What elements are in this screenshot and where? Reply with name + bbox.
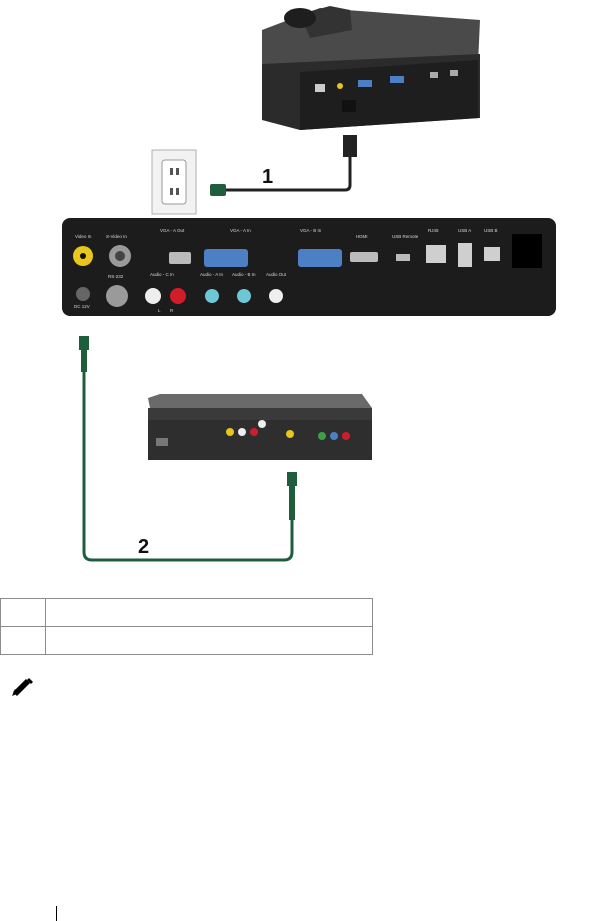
projector-rear-panel: Video In S-Video In VGA - A Out VGA - A … — [62, 218, 556, 316]
footer-rule — [56, 906, 57, 921]
cable-number-2: 2 — [138, 536, 149, 558]
svg-text:S-Video In: S-Video In — [106, 234, 127, 239]
svg-text:Audio - C In: Audio - C In — [150, 272, 174, 277]
legend-number — [0, 626, 46, 655]
legend-description — [45, 598, 373, 627]
connection-diagram: 1 Video In S-Video In VGA - A Out — [62, 6, 556, 562]
svg-text:RJ45: RJ45 — [428, 228, 439, 233]
note-pencil-icon — [12, 678, 33, 696]
svg-text:Audio - A In: Audio - A In — [200, 272, 224, 277]
svg-text:USB B: USB B — [484, 228, 498, 233]
legend-row — [0, 626, 373, 655]
svg-text:Audio Out: Audio Out — [266, 272, 287, 277]
dvd-player — [148, 394, 372, 460]
svg-text:USB Remote: USB Remote — [392, 234, 419, 239]
svg-text:RS-232: RS-232 — [108, 274, 124, 279]
projector — [262, 6, 480, 130]
svg-text:VGA - A Out: VGA - A Out — [160, 228, 185, 233]
power-cable — [210, 135, 357, 196]
svg-text:DC 12V: DC 12V — [74, 304, 90, 309]
svg-text:VGA - A In: VGA - A In — [230, 228, 251, 233]
svg-text:Audio - B In: Audio - B In — [232, 272, 256, 277]
svg-text:HDMI: HDMI — [356, 234, 368, 239]
wall-outlet — [151, 149, 197, 215]
video-cable — [79, 336, 297, 562]
svg-text:USB A: USB A — [458, 228, 471, 233]
cable-number-1: 1 — [262, 166, 273, 188]
legend-table — [0, 598, 373, 655]
svg-text:Video In: Video In — [75, 234, 92, 239]
legend-row — [0, 598, 373, 627]
legend-number — [0, 598, 46, 627]
svg-text:VGA - B In: VGA - B In — [300, 228, 322, 233]
legend-description — [45, 626, 373, 655]
svg-text:R: R — [170, 308, 174, 313]
svg-text:L: L — [158, 308, 161, 313]
